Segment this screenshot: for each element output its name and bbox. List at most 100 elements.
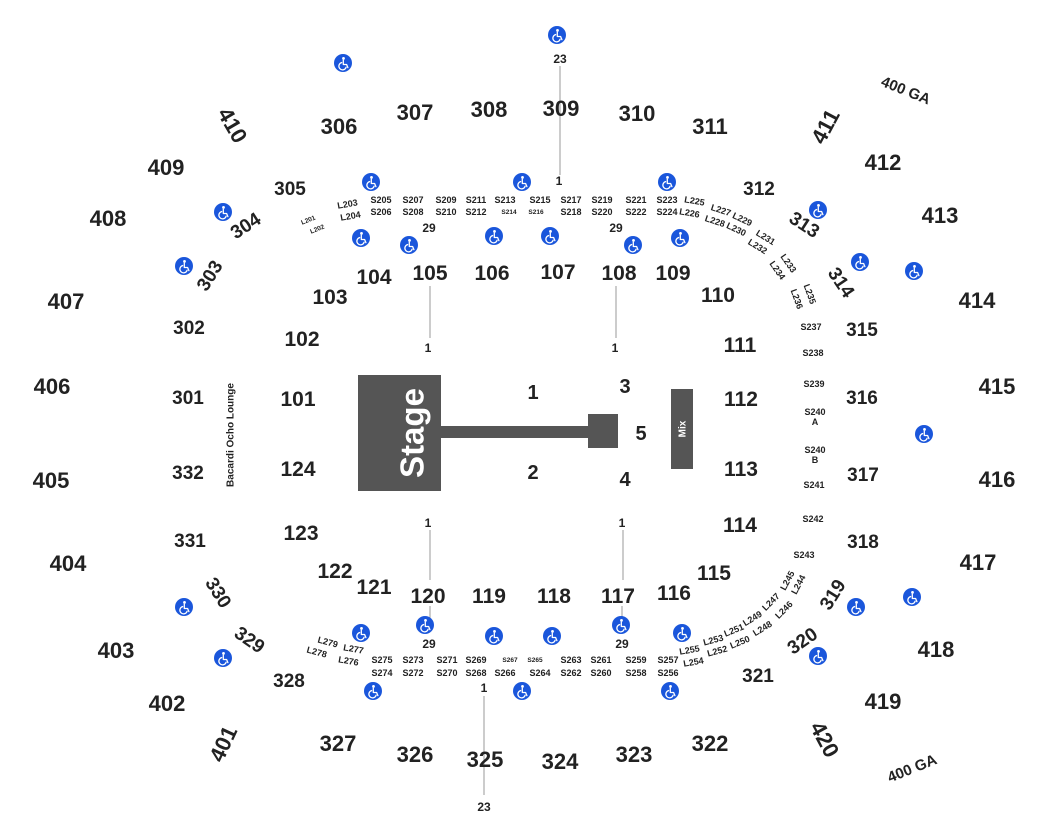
section-120[interactable]: 120 xyxy=(410,585,445,608)
suite-s222[interactable]: S222 xyxy=(625,207,646,217)
section-115[interactable]: 115 xyxy=(697,562,731,585)
wheelchair-icon[interactable] xyxy=(351,623,371,643)
section-112[interactable]: 112 xyxy=(724,388,758,411)
section-305[interactable]: 305 xyxy=(274,179,306,200)
section-314[interactable]: 314 xyxy=(823,264,858,302)
wheelchair-icon[interactable] xyxy=(213,202,233,222)
section-306[interactable]: 306 xyxy=(321,114,358,139)
section-104[interactable]: 104 xyxy=(356,266,391,289)
section-419[interactable]: 419 xyxy=(865,689,902,714)
suite-s272[interactable]: S272 xyxy=(402,668,423,678)
suite-s209[interactable]: S209 xyxy=(435,195,456,205)
section-329[interactable]: 329 xyxy=(230,623,268,658)
wheelchair-icon[interactable] xyxy=(363,681,383,701)
suite-s269[interactable]: S269 xyxy=(465,655,486,665)
section-123[interactable]: 123 xyxy=(283,522,318,545)
section-420[interactable]: 420 xyxy=(805,717,844,761)
suite-s220[interactable]: S220 xyxy=(591,207,612,217)
wheelchair-icon[interactable] xyxy=(902,587,922,607)
suite-s218[interactable]: S218 xyxy=(560,207,581,217)
section-406[interactable]: 406 xyxy=(34,374,71,399)
section-412[interactable]: 412 xyxy=(865,150,902,175)
section-315[interactable]: 315 xyxy=(846,320,878,341)
suite-s205[interactable]: S205 xyxy=(370,195,391,205)
wheelchair-icon[interactable] xyxy=(660,681,680,701)
suite-s243[interactable]: S243 xyxy=(793,550,814,560)
section-304[interactable]: 304 xyxy=(227,209,265,244)
suite-s217[interactable]: S217 xyxy=(560,195,581,205)
wheelchair-icon[interactable] xyxy=(623,235,643,255)
section-317[interactable]: 317 xyxy=(847,465,879,486)
suite-s268[interactable]: S268 xyxy=(465,668,486,678)
wheelchair-icon[interactable] xyxy=(399,235,419,255)
wheelchair-icon[interactable] xyxy=(174,597,194,617)
section-105[interactable]: 105 xyxy=(412,262,447,285)
wheelchair-icon[interactable] xyxy=(361,172,381,192)
loge-l202[interactable]: L202 xyxy=(309,223,326,235)
section-328[interactable]: 328 xyxy=(273,671,305,692)
section-414[interactable]: 414 xyxy=(959,288,996,313)
wheelchair-icon[interactable] xyxy=(914,424,934,444)
section-319[interactable]: 319 xyxy=(816,576,851,614)
section-322[interactable]: 322 xyxy=(692,731,729,756)
suite-s206[interactable]: S206 xyxy=(370,207,391,217)
section-103[interactable]: 103 xyxy=(312,286,347,309)
suite-s256[interactable]: S256 xyxy=(657,668,678,678)
wheelchair-icon[interactable] xyxy=(808,200,828,220)
section-307[interactable]: 307 xyxy=(397,100,434,125)
wheelchair-icon[interactable] xyxy=(512,681,532,701)
ga-label-bottom[interactable]: 400 GA xyxy=(885,751,939,786)
stage[interactable] xyxy=(358,375,441,491)
floor-section-5[interactable]: 5 xyxy=(635,423,646,445)
loge-l254[interactable]: L254 xyxy=(683,655,705,668)
section-415[interactable]: 415 xyxy=(979,374,1016,399)
suite-s264[interactable]: S264 xyxy=(529,668,550,678)
section-110[interactable]: 110 xyxy=(701,284,735,307)
section-308[interactable]: 308 xyxy=(471,97,508,122)
wheelchair-icon[interactable] xyxy=(174,256,194,276)
loge-l203[interactable]: L203 xyxy=(337,197,359,210)
section-124[interactable]: 124 xyxy=(280,458,315,481)
suite-s215[interactable]: S215 xyxy=(529,195,550,205)
section-408[interactable]: 408 xyxy=(90,206,127,231)
floor-section-2[interactable]: 2 xyxy=(527,462,538,484)
suite-s241[interactable]: S241 xyxy=(803,480,824,490)
wheelchair-icon[interactable] xyxy=(850,252,870,272)
suite-s211[interactable]: S211 xyxy=(466,195,487,205)
section-302[interactable]: 302 xyxy=(173,318,205,339)
section-326[interactable]: 326 xyxy=(397,742,434,767)
suite-s270[interactable]: S270 xyxy=(436,668,457,678)
wheelchair-icon[interactable] xyxy=(415,615,435,635)
suite-s214[interactable]: S214 xyxy=(501,209,517,216)
section-332[interactable]: 332 xyxy=(172,463,204,484)
wheelchair-icon[interactable] xyxy=(542,626,562,646)
wheelchair-icon[interactable] xyxy=(670,228,690,248)
suite-s239[interactable]: S239 xyxy=(803,379,824,389)
suite-s213[interactable]: S213 xyxy=(494,195,515,205)
ga-label-top[interactable]: 400 GA xyxy=(879,73,933,108)
section-417[interactable]: 417 xyxy=(960,550,997,575)
section-318[interactable]: 318 xyxy=(847,532,879,553)
loge-l255[interactable]: L255 xyxy=(679,643,701,656)
suite-s259[interactable]: S259 xyxy=(625,655,646,665)
section-117[interactable]: 117 xyxy=(601,585,635,608)
wheelchair-icon[interactable] xyxy=(846,597,866,617)
section-330[interactable]: 330 xyxy=(200,574,235,612)
section-409[interactable]: 409 xyxy=(148,155,185,180)
section-401[interactable]: 401 xyxy=(204,722,242,766)
section-301[interactable]: 301 xyxy=(172,388,204,409)
wheelchair-icon[interactable] xyxy=(657,172,677,192)
section-311[interactable]: 311 xyxy=(692,114,728,139)
section-410[interactable]: 410 xyxy=(212,103,252,147)
section-411[interactable]: 411 xyxy=(806,105,845,148)
suite-s237[interactable]: S237 xyxy=(800,322,821,332)
suite-s221[interactable]: S221 xyxy=(625,195,646,205)
floor-section-1[interactable]: 1 xyxy=(527,382,538,404)
section-403[interactable]: 403 xyxy=(98,638,135,663)
suite-s207[interactable]: S207 xyxy=(402,195,423,205)
floor-section-3[interactable]: 3 xyxy=(619,376,630,398)
suite-s274[interactable]: S274 xyxy=(371,668,392,678)
suite-s267[interactable]: S267 xyxy=(502,657,518,664)
section-108[interactable]: 108 xyxy=(601,262,636,285)
